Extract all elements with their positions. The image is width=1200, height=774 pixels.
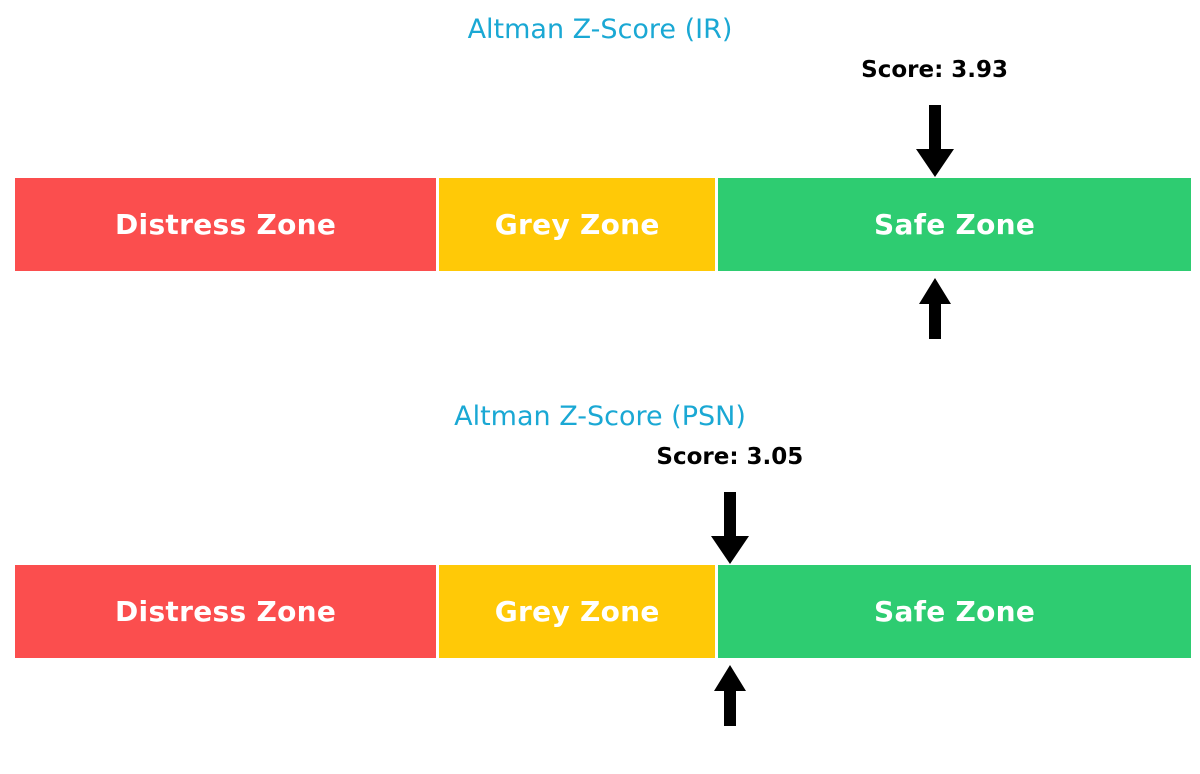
zone-divider: [715, 178, 719, 271]
zone-label: Safe Zone: [874, 208, 1036, 241]
zone-divider: [715, 565, 719, 658]
score-badge: Score: 3.05: [656, 444, 804, 470]
zone-divider: [436, 178, 440, 271]
zone-bar: Distress Zone Grey Zone Safe Zone: [15, 178, 1191, 271]
zone-bar: Distress Zone Grey Zone Safe Zone: [15, 565, 1191, 658]
score-badge: Score: 3.93: [861, 57, 1009, 83]
zone-distress: Distress Zone: [15, 178, 437, 271]
up-arrow-icon: [915, 278, 955, 340]
zone-label: Distress Zone: [115, 595, 337, 628]
down-arrow-icon: [910, 105, 960, 178]
altman-z-score-psn-chart: Altman Z-Score (PSN) Score: 3.05 Distres…: [0, 387, 1200, 774]
zone-label: Distress Zone: [115, 208, 337, 241]
zone-distress: Distress Zone: [15, 565, 437, 658]
zone-safe: Safe Zone: [718, 565, 1191, 658]
up-arrow-icon: [710, 665, 750, 727]
page-title: Altman Z-Score (IR): [467, 14, 733, 45]
zone-grey: Grey Zone: [439, 565, 716, 658]
down-arrow-icon: [705, 492, 755, 565]
zone-divider: [436, 565, 440, 658]
page-title: Altman Z-Score (PSN): [454, 401, 746, 432]
zone-safe: Safe Zone: [718, 178, 1191, 271]
zone-grey: Grey Zone: [439, 178, 716, 271]
zone-label: Grey Zone: [494, 595, 660, 628]
zone-label: Safe Zone: [874, 595, 1036, 628]
altman-z-score-ir-chart: Altman Z-Score (IR) Score: 3.93 Distress…: [15, 14, 1191, 340]
zone-label: Grey Zone: [494, 208, 660, 241]
